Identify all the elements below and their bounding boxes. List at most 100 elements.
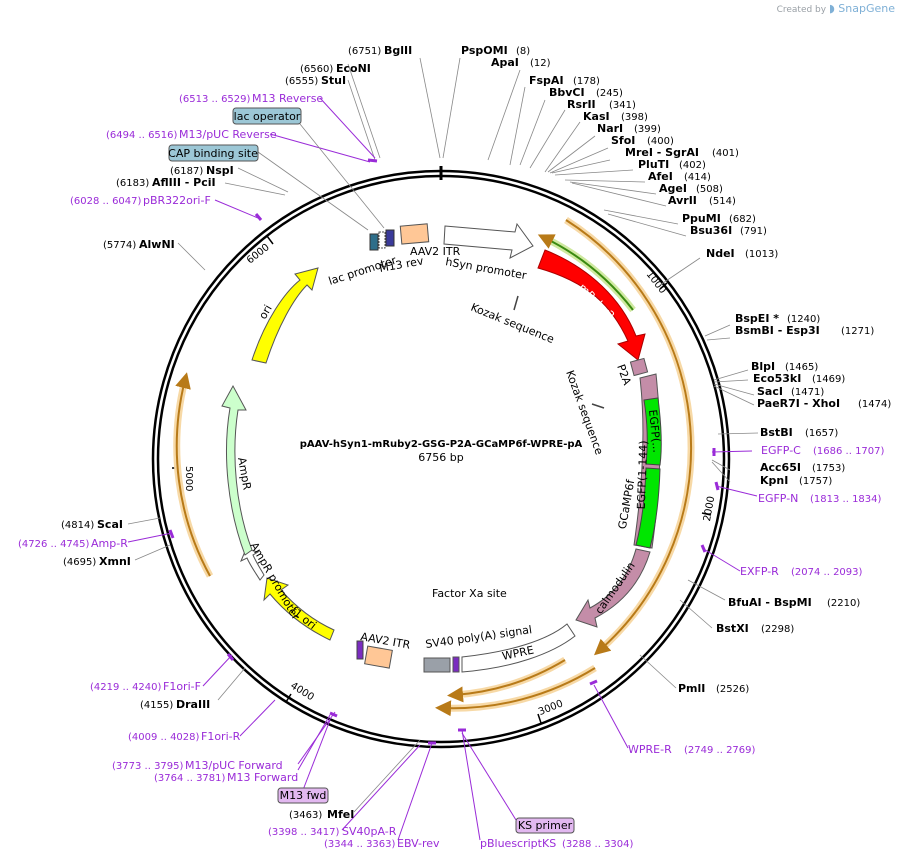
label-kozak-1: Kozak sequence bbox=[469, 301, 556, 346]
svg-text:(1013): (1013) bbox=[745, 249, 778, 260]
svg-text:(2526): (2526) bbox=[716, 684, 749, 695]
site-bsmbi-esp3i: BsmBI - Esp3I (1271) bbox=[735, 324, 874, 337]
svg-text:KasI: KasI bbox=[583, 110, 610, 123]
tick-2000: 2000 bbox=[701, 495, 717, 522]
restriction-sites: (6751)BglII PspOMI(8) ApaI(12) FspAI(178… bbox=[61, 44, 891, 821]
site-pmli: PmlI (2526) bbox=[678, 682, 749, 695]
egfp-trunc-block bbox=[643, 397, 662, 466]
plasmid-size: 6756 bp bbox=[418, 451, 463, 464]
ampr-arrow bbox=[221, 384, 253, 556]
svg-text:F1ori-F: F1ori-F bbox=[163, 680, 201, 693]
primer-bars bbox=[168, 158, 720, 745]
svg-text:(5774): (5774) bbox=[103, 240, 136, 251]
lac-promoter-block bbox=[369, 233, 379, 251]
svg-text:AgeI: AgeI bbox=[659, 182, 687, 195]
m13-rev-block bbox=[385, 229, 395, 247]
svg-text:(6555): (6555) bbox=[285, 76, 318, 87]
svg-text:MfeI: MfeI bbox=[327, 808, 354, 821]
svg-text:(3463): (3463) bbox=[289, 810, 322, 821]
site-bfuai-bspmi: BfuAI - BspMI(2210) bbox=[728, 596, 860, 609]
aav2-itr-top-block bbox=[399, 223, 430, 245]
egfp-1-144-block bbox=[635, 467, 661, 549]
svg-text:(1271): (1271) bbox=[841, 326, 874, 337]
kozak-mark-2 bbox=[591, 403, 605, 409]
site-ppumi: PpuMI(682) bbox=[682, 212, 756, 225]
svg-text:(1469): (1469) bbox=[812, 374, 845, 385]
svg-text:(6494 .. 6516): (6494 .. 6516) bbox=[106, 130, 178, 141]
svg-text:NarI: NarI bbox=[597, 122, 623, 135]
credit-prefix: Created by bbox=[776, 5, 827, 15]
snapgene-credit: Created by ◗ SnapGene bbox=[777, 2, 895, 15]
site-paer7i-xhoi: PaeR7I - XhoI(1474) bbox=[757, 397, 891, 410]
svg-text:BstXI: BstXI bbox=[716, 622, 749, 635]
box-m13-fwd: M13 fwd bbox=[277, 719, 331, 804]
svg-text:AlwNI: AlwNI bbox=[139, 238, 175, 251]
label-ampr-promoter: AmpR promoter bbox=[247, 540, 302, 623]
m13-fwd-label: M13 fwd bbox=[280, 789, 327, 802]
svg-text:(682): (682) bbox=[729, 214, 756, 225]
box-ks-primer: KS primer bbox=[461, 732, 575, 834]
site-sfoi: SfoI(400) bbox=[611, 134, 674, 147]
svg-text:(402): (402) bbox=[679, 160, 706, 171]
itr-bottom-mark bbox=[356, 640, 364, 660]
svg-text:ScaI: ScaI bbox=[97, 518, 123, 531]
svg-text:pBluescriptKS: pBluescriptKS bbox=[480, 837, 556, 850]
primer-wpre-r: WPRE-R(2749 .. 2769) bbox=[628, 743, 756, 756]
svg-text:BbvCI: BbvCI bbox=[549, 86, 585, 99]
svg-text:WPRE-R: WPRE-R bbox=[628, 743, 672, 756]
primer-m13-forward: (3764 .. 3781)M13 Forward bbox=[154, 771, 298, 784]
lac-operator-label: lac operator bbox=[234, 110, 301, 123]
mruby2-arrow bbox=[537, 249, 646, 361]
svg-text:BsmBI - Esp3I: BsmBI - Esp3I bbox=[735, 324, 820, 337]
svg-text:(3773 .. 3795): (3773 .. 3795) bbox=[112, 761, 184, 772]
label-egfp-trunc: EGFP(... bbox=[646, 409, 663, 453]
svg-text:(3398 .. 3417): (3398 .. 3417) bbox=[268, 827, 340, 838]
svg-text:M13 Forward: M13 Forward bbox=[227, 771, 298, 784]
site-scai: (4814)ScaI bbox=[61, 518, 123, 531]
svg-text:(1753): (1753) bbox=[812, 463, 845, 474]
f1-ori-arrow bbox=[263, 577, 335, 641]
svg-text:PmlI: PmlI bbox=[678, 682, 705, 695]
site-agei: AgeI(508) bbox=[659, 182, 723, 195]
svg-text:EGFP-N: EGFP-N bbox=[758, 492, 798, 505]
svg-text:(514): (514) bbox=[709, 196, 736, 207]
label-factor-xa: Factor Xa site bbox=[432, 587, 507, 600]
svg-text:(2074 .. 2093): (2074 .. 2093) bbox=[791, 567, 863, 578]
primer-sv40pa-r: (3398 .. 3417)SV40pA-R bbox=[268, 825, 397, 838]
site-mrei-sgrai: MreI - SgrAI (401) bbox=[625, 146, 739, 159]
svg-text:(2210): (2210) bbox=[827, 598, 860, 609]
svg-text:(401): (401) bbox=[712, 148, 739, 159]
svg-text:DraIII: DraIII bbox=[176, 698, 210, 711]
site-bspei: BspEI *(1240) bbox=[735, 312, 820, 325]
svg-text:(1465): (1465) bbox=[785, 362, 818, 373]
svg-text:BglII: BglII bbox=[384, 44, 412, 57]
site-bstbi: BstBI(1657) bbox=[760, 426, 838, 439]
svg-text:NdeI: NdeI bbox=[706, 247, 735, 260]
svg-text:(4814): (4814) bbox=[61, 520, 94, 531]
site-bsu36i: Bsu36I(791) bbox=[690, 224, 767, 237]
site-fspai: FspAI(178) bbox=[529, 74, 600, 87]
site-econi: (6560)EcoNI bbox=[300, 62, 371, 75]
wpre-block bbox=[461, 623, 576, 673]
label-p2a: P2A bbox=[614, 363, 634, 388]
svg-text:Eco53kI: Eco53kI bbox=[753, 372, 801, 385]
svg-text:(1240): (1240) bbox=[787, 314, 820, 325]
cap-binding-site-label: CAP binding site bbox=[168, 147, 258, 160]
svg-text:BlpI: BlpI bbox=[751, 360, 775, 373]
site-kpni: KpnI(1757) bbox=[760, 474, 832, 487]
site-bstxi: BstXI(2298) bbox=[716, 622, 794, 635]
svg-text:pBR322ori-F: pBR322ori-F bbox=[143, 194, 211, 207]
site-mfei: (3463) MfeI bbox=[289, 808, 354, 821]
svg-text:(399): (399) bbox=[634, 124, 661, 135]
hsyn-promoter-arrow bbox=[443, 222, 534, 259]
primer-amp-r: (4726 .. 4745)Amp-R bbox=[18, 537, 128, 550]
ori-arrow bbox=[251, 267, 319, 364]
aav2-itr-bottom-block bbox=[364, 645, 393, 669]
svg-text:(341): (341) bbox=[609, 100, 636, 111]
primer-exfp-r: EXFP-R(2074 .. 2093) bbox=[740, 565, 863, 578]
svg-text:(178): (178) bbox=[573, 76, 600, 87]
svg-text:MreI - SgrAI: MreI - SgrAI bbox=[625, 146, 699, 159]
primer-pbr322ori-f: (6028 .. 6047)pBR322ori-F bbox=[70, 194, 211, 207]
orf-arrows bbox=[173, 217, 695, 717]
